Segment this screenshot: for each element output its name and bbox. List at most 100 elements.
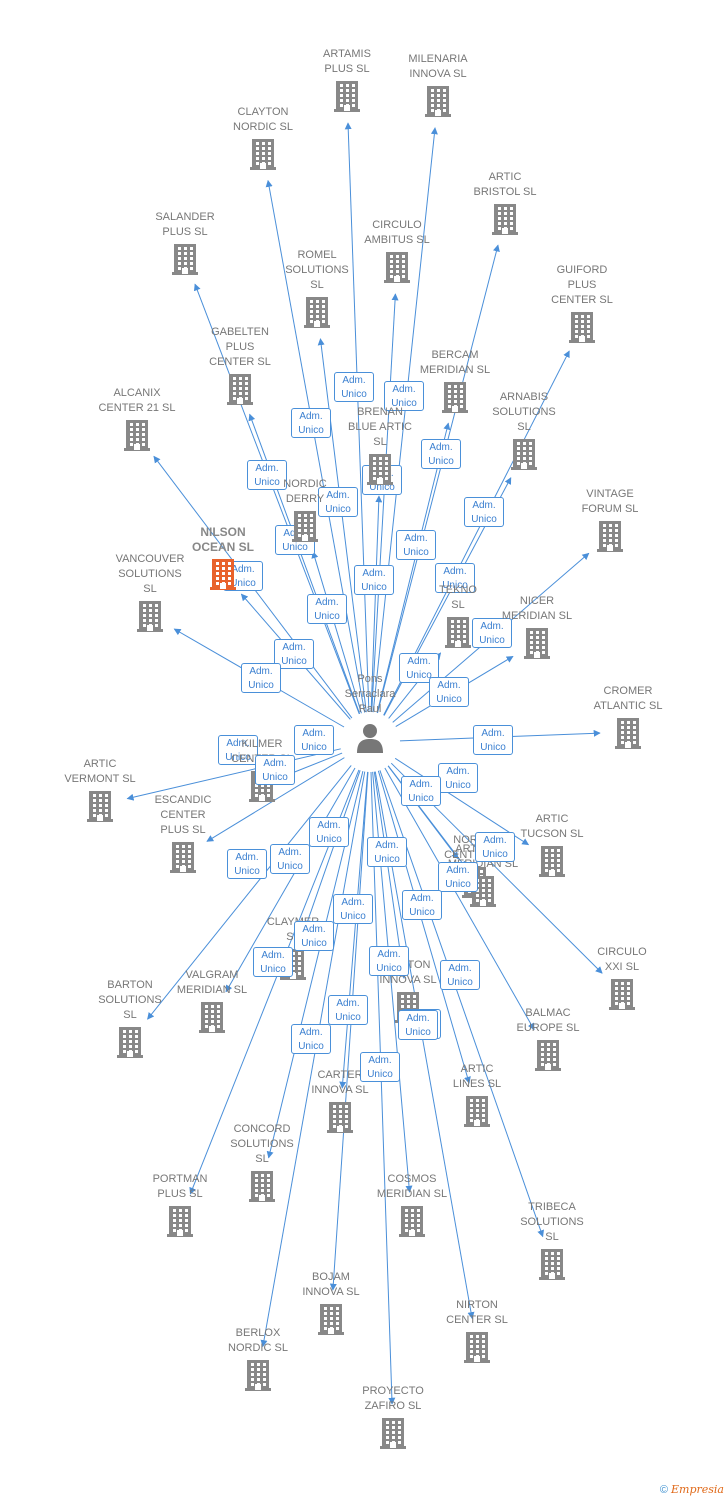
edge-line	[339, 771, 369, 1089]
role-badge[interactable]: Adm. Unico	[274, 639, 314, 669]
role-badge[interactable]: Adm. Unico	[318, 487, 358, 517]
company-node[interactable]: BERLOX NORDIC SL	[198, 1326, 318, 1394]
company-node[interactable]: ARTIC TUCSON SL	[492, 812, 612, 880]
role-badge[interactable]: Adm. Unico	[241, 663, 281, 693]
company-name: BERLOX NORDIC SL	[228, 1327, 288, 1354]
company-node[interactable]: ARNABIS SOLUTIONS SL	[464, 390, 584, 473]
company-node[interactable]: NORDIC DERRY	[245, 477, 365, 545]
role-badge[interactable]: Adm. Unico	[333, 894, 373, 924]
role-badge[interactable]: Adm. Unico	[227, 849, 267, 879]
role-badge[interactable]: Adm. Unico	[396, 530, 436, 560]
company-node[interactable]: MILENARIA INNOVA SL	[378, 52, 498, 120]
role-badge[interactable]: Adm. Unico	[360, 1052, 400, 1082]
building-icon	[170, 842, 196, 873]
company-name: GUIFORD PLUS CENTER SL	[551, 264, 613, 306]
company-name: CLAYTON NORDIC SL	[233, 106, 293, 133]
role-badge[interactable]: Adm. Unico	[291, 1024, 331, 1054]
role-badge[interactable]: Adm. Unico	[218, 735, 258, 765]
company-node[interactable]: PROYECTO ZAFIRO SL	[333, 1384, 453, 1452]
person-node[interactable]: Pons Serraclara Raul	[335, 672, 405, 753]
building-icon	[511, 439, 537, 470]
role-badge[interactable]: Adm. Unico	[438, 763, 478, 793]
role-badge[interactable]: Adm. Unico	[435, 563, 475, 593]
role-badge[interactable]: Adm. Unico	[328, 995, 368, 1025]
building-icon	[137, 601, 163, 632]
company-node[interactable]: ALCANIX CENTER 21 SL	[77, 386, 197, 454]
role-badge[interactable]: Adm. Unico	[270, 844, 310, 874]
company-node[interactable]: GABELTEN PLUS CENTER SL	[180, 325, 300, 408]
edge-line	[206, 757, 345, 842]
role-badge[interactable]: Adm. Unico	[309, 817, 349, 847]
company-node[interactable]: ESCANDIC CENTER PLUS SL	[123, 793, 243, 876]
company-node[interactable]: BARTON SOLUTIONS SL	[70, 978, 190, 1061]
role-badge[interactable]: Adm. Unico	[247, 460, 287, 490]
person-name: Pons Serraclara Raul	[344, 673, 396, 715]
company-node[interactable]: ARTIC BRISTOL SL	[445, 170, 565, 238]
company-node[interactable]: ROMEL SOLUTIONS SL	[257, 248, 377, 331]
role-badge[interactable]: Adm. Unico	[472, 618, 512, 648]
company-node[interactable]: GUIFORD PLUS CENTER SL	[522, 263, 642, 346]
role-badge[interactable]: Adm. Unico	[402, 890, 442, 920]
edge-line	[317, 338, 367, 713]
company-node[interactable]: BALMAC EUROPE SL	[488, 1006, 608, 1074]
role-badge[interactable]: Adm. Unico	[367, 837, 407, 867]
company-node[interactable]: VINTAGE FORUM SL	[550, 487, 670, 555]
role-badge[interactable]: Adm. Unico	[307, 594, 347, 624]
company-node[interactable]: COSMOS MERIDIAN SL	[352, 1172, 472, 1240]
edge-line	[126, 748, 341, 801]
role-badge[interactable]: Adm. Unico	[369, 946, 409, 976]
role-badge[interactable]: Adm. Unico	[384, 381, 424, 411]
role-badge[interactable]: Adm. Unico	[255, 755, 295, 785]
company-name: NILSON OCEAN SL	[191, 525, 254, 554]
company-node[interactable]: BOJAM INNOVA SL	[271, 1270, 391, 1338]
company-node[interactable]: CROMER ATLANTIC SL	[568, 684, 688, 752]
company-node[interactable]: ARTIC VERMONT SL	[40, 757, 160, 825]
company-node[interactable]: CIRCULO AMBITUS SL	[337, 218, 457, 286]
role-badge[interactable]: Adm. Unico	[334, 372, 374, 402]
building-icon	[249, 1171, 275, 1202]
building-icon	[167, 1206, 193, 1237]
company-node[interactable]: BERCAM MERIDIAN SL	[395, 348, 515, 416]
role-badge[interactable]: Adm. Unico	[464, 497, 504, 527]
company-node[interactable]: ARTIC LINES SL	[417, 1062, 537, 1130]
building-icon	[292, 511, 318, 542]
company-node[interactable]: SALANDER PLUS SL	[125, 210, 245, 278]
company-node[interactable]: VALGRAM MERIDIAN SL	[152, 968, 272, 1036]
role-badge[interactable]: Adm. Unico	[253, 947, 293, 977]
building-icon	[384, 252, 410, 283]
company-node[interactable]: TRIBECA SOLUTIONS SL	[492, 1200, 612, 1283]
role-badge[interactable]: Adm. Unico	[398, 1010, 438, 1040]
role-badge[interactable]: Adm. Unico	[429, 677, 469, 707]
company-name: ESCANDIC CENTER PLUS SL	[154, 794, 212, 836]
building-icon	[539, 846, 565, 877]
footer-brand: © Empresia	[660, 1483, 724, 1496]
role-badge[interactable]: Adm. Unico	[475, 832, 515, 862]
company-name: ARTIC BRISTOL SL	[473, 171, 537, 198]
role-badge[interactable]: Adm. Unico	[438, 862, 478, 892]
role-badge[interactable]: Adm. Unico	[354, 565, 394, 595]
company-node[interactable]: ARTAMIS PLUS SL	[287, 47, 407, 115]
company-node[interactable]: NILSON OCEAN SL	[163, 525, 283, 593]
company-node[interactable]: BRENAN BLUE ARTIC SL	[320, 405, 440, 488]
company-node[interactable]: CLAYTON NORDIC SL	[203, 105, 323, 173]
edge-line	[377, 770, 471, 1084]
company-node[interactable]: CIRCULO XXI SL	[562, 945, 682, 1013]
role-badge[interactable]: Adm. Unico	[473, 725, 513, 755]
company-node[interactable]: VANCOUVER SOLUTIONS SL	[90, 552, 210, 635]
company-node[interactable]: NIRTON CENTER SL	[417, 1298, 537, 1366]
role-badge[interactable]: Adm. Unico	[421, 439, 461, 469]
role-badge[interactable]: Adm. Unico	[294, 921, 334, 951]
role-badge[interactable]: Adm. Unico	[294, 725, 334, 755]
company-node[interactable]: PORTMAN PLUS SL	[120, 1172, 240, 1240]
company-node[interactable]: NICER MERIDIAN SL	[477, 594, 597, 662]
building-icon	[87, 791, 113, 822]
company-name: ALCANIX CENTER 21 SL	[98, 387, 176, 414]
role-badge[interactable]: Adm. Unico	[401, 776, 441, 806]
company-node[interactable]: CONCORD SOLUTIONS SL	[202, 1122, 322, 1205]
edge-line	[193, 283, 360, 715]
company-node[interactable]: TEKNO SL	[398, 583, 518, 651]
role-badge[interactable]: Adm. Unico	[291, 408, 331, 438]
building-icon	[445, 617, 471, 648]
role-badge[interactable]: Adm. Unico	[440, 960, 480, 990]
company-node[interactable]: CARTER INNOVA SL	[280, 1068, 400, 1136]
